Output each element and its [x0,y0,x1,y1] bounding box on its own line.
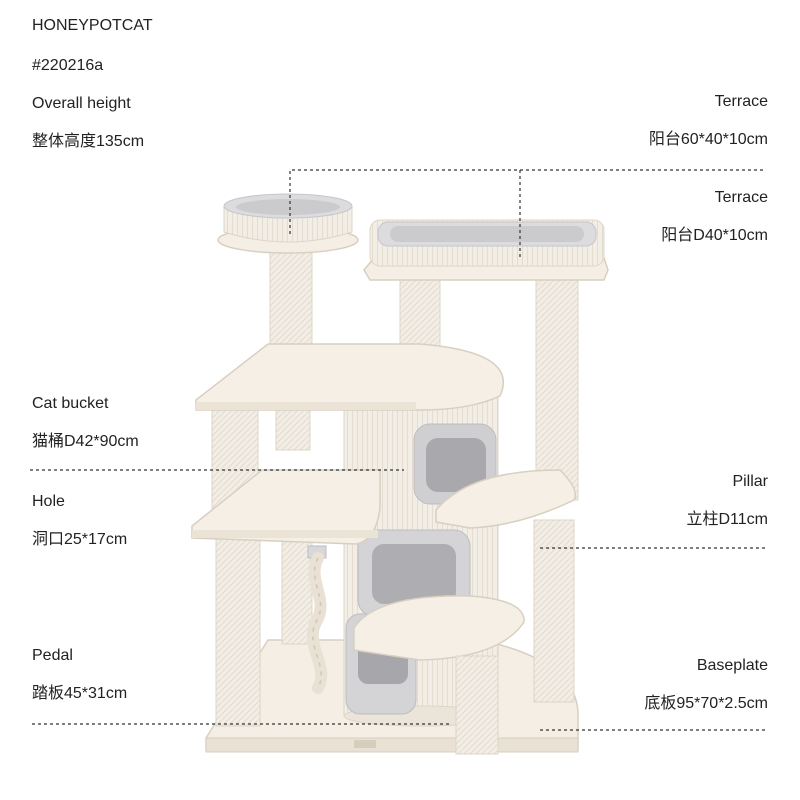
pillar [535,279,579,501]
pillar-label: Pillar [732,473,768,490]
pedal [435,469,577,529]
pedal [191,469,381,545]
terrace-large-value: 阳台60*40*10cm [648,131,768,148]
brand-name: HONEYPOTCAT [32,17,153,34]
hanging-rope [306,545,328,694]
hole-label: Hole [32,493,65,510]
pillar [533,519,575,703]
pillar [269,251,313,351]
pillar [275,407,311,451]
terrace-large-label: Terrace [714,93,768,110]
model-number: #220216a [32,57,104,74]
cat-bucket-label: Cat bucket [32,395,109,412]
terrace-round-label: Terrace [714,189,768,206]
baseplate-value: 底板95*70*2.5cm [644,695,768,712]
cat-bucket-value: 猫桶D42*90cm [32,433,139,450]
pedal-value: 踏板45*31cm [32,685,128,702]
pillar [455,655,499,755]
terrace-round [217,193,359,254]
leader-lines [30,169,766,731]
overall-height-label: Overall height [32,95,131,112]
terrace-large [363,219,609,281]
pillar-value: 立柱D11cm [686,511,769,528]
pedal-label: Pedal [32,647,73,664]
hole-value: 洞口25*17cm [32,531,128,548]
shelf [195,343,505,411]
overall-height-value: 整体高度135cm [32,133,145,150]
pillar [215,535,261,727]
pedal [353,595,525,661]
terrace-round-value: 阳台D40*10cm [661,227,768,244]
baseplate-label: Baseplate [696,657,768,674]
